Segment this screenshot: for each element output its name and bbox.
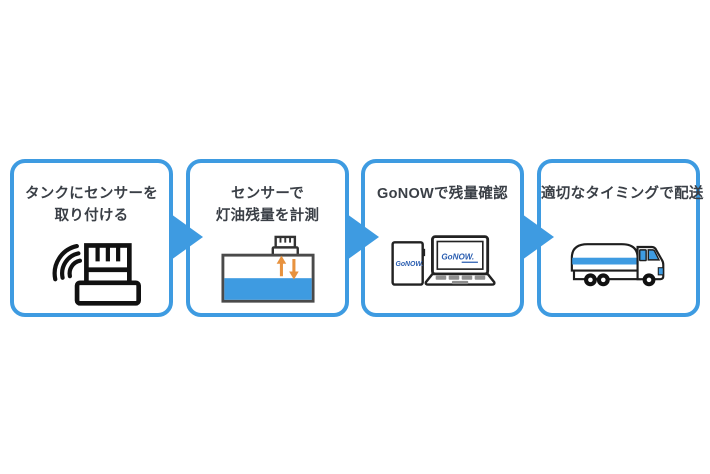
- step-title-line1: 適切なタイミングで配送: [541, 186, 704, 202]
- gonow-logo-phone: GoNOW.: [395, 261, 423, 268]
- side-window: [638, 249, 647, 262]
- tank-sensor-cap-icon: [271, 235, 299, 257]
- step-card-delivery: 適切なタイミングで配送: [537, 159, 704, 317]
- step-title: GoNOWで残量確認: [365, 183, 520, 205]
- step-title: 適切なタイミングで配送: [541, 183, 704, 205]
- flow-arrow-right-icon: [347, 214, 379, 260]
- front-marker: [657, 267, 664, 276]
- step-card-check-gonow: GoNOWで残量確認 GoNOW. GoNOW.: [361, 159, 524, 317]
- step-card-measure-level: センサーで 灯油残量を計測: [186, 159, 349, 317]
- step-title: センサーで 灯油残量を計測: [190, 183, 345, 227]
- step-title-line1: センサーで: [230, 186, 305, 202]
- sensor-device-icon: [74, 243, 141, 306]
- step-title-line1: GoNOWで残量確認: [377, 186, 508, 202]
- tank-liquid: [223, 278, 312, 300]
- windshield: [647, 249, 660, 261]
- step-title-line1: タンクにセンサーを: [24, 186, 159, 202]
- measurement-arrows-icon: [276, 255, 299, 280]
- delivery-tank-truck-icon: [569, 242, 669, 292]
- step-title: タンクにセンサーを 取り付ける: [14, 183, 169, 227]
- step-card-attach-sensor: タンクにセンサーを 取り付ける: [10, 159, 173, 317]
- flow-arrow-right-icon: [171, 214, 203, 260]
- tank-stripe: [571, 257, 637, 265]
- step-title-line2: 灯油残量を計測: [215, 208, 320, 224]
- sensor-with-signal-icon: [36, 223, 148, 309]
- gonow-logo-laptop: GoNOW.: [441, 252, 474, 261]
- tank-level-measurement-icon: [218, 235, 318, 306]
- truck-wheels: [583, 273, 655, 287]
- flow-arrow-right-icon: [522, 214, 554, 260]
- signal-waves-icon: [52, 243, 82, 282]
- smartphone-icon: GoNOW.: [390, 241, 425, 286]
- laptop-keys: [435, 275, 485, 285]
- phone-and-laptop-icon: GoNOW. GoNOW.: [390, 235, 496, 287]
- step-title-line2: 取り付ける: [54, 208, 129, 224]
- laptop-icon: GoNOW.: [424, 235, 496, 286]
